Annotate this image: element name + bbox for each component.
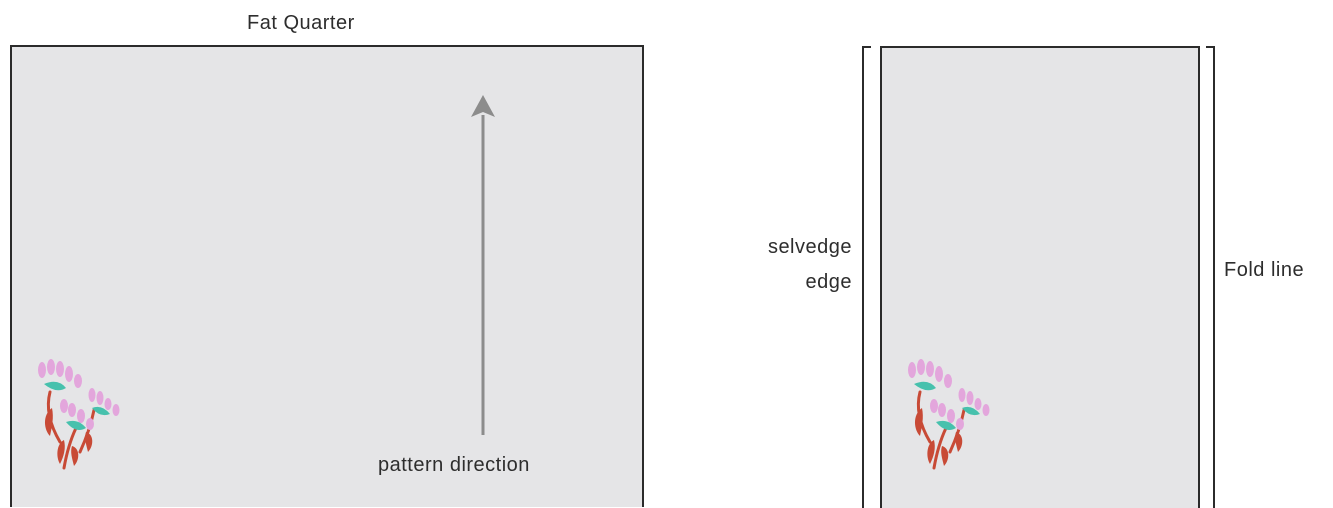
selvedge-bracket	[862, 46, 871, 508]
fold-line-label: Fold line	[1224, 259, 1305, 281]
selvedge-label-line1: selvedge	[767, 236, 852, 258]
fat-quarter-fabric	[10, 45, 644, 507]
selvedge-edge-label: selvedge edge	[768, 230, 852, 300]
fold-bracket	[1206, 46, 1215, 508]
flower-motif-icon	[38, 359, 120, 470]
folded-fabric	[880, 46, 1200, 508]
pattern-direction-label: pattern direction	[378, 454, 530, 476]
fat-quarter-title: Fat Quarter	[247, 12, 355, 34]
flower-motif-icon	[908, 359, 990, 470]
selvedge-label-line2: edge	[805, 271, 852, 293]
arrow-up-icon	[471, 95, 495, 435]
